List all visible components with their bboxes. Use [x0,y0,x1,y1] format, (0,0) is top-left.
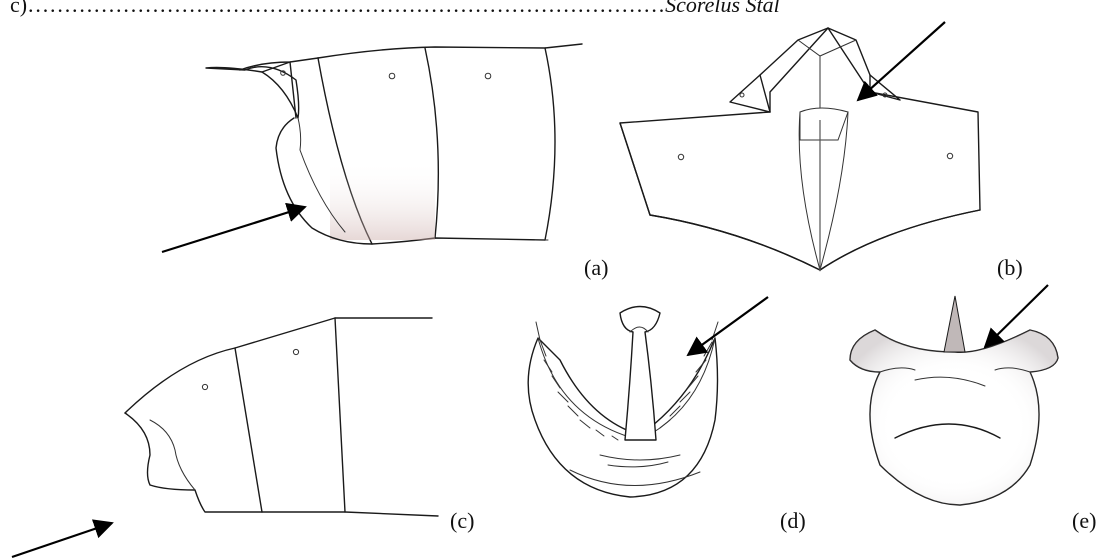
label-e: (e) [1072,508,1096,534]
label-b: (b) [997,255,1023,281]
panel-e-drawing [850,296,1058,505]
panel-d-drawing [528,307,718,498]
label-c: (c) [450,508,474,534]
arrow-b [858,22,945,100]
arrow-c [12,523,112,557]
panel-a-drawing [206,44,582,244]
panel-b-drawing [620,28,980,270]
label-a: (a) [584,255,608,281]
arrow-d [688,297,768,355]
label-d: (d) [780,508,806,534]
arrow-a [162,207,305,252]
panel-c-drawing [125,318,438,516]
